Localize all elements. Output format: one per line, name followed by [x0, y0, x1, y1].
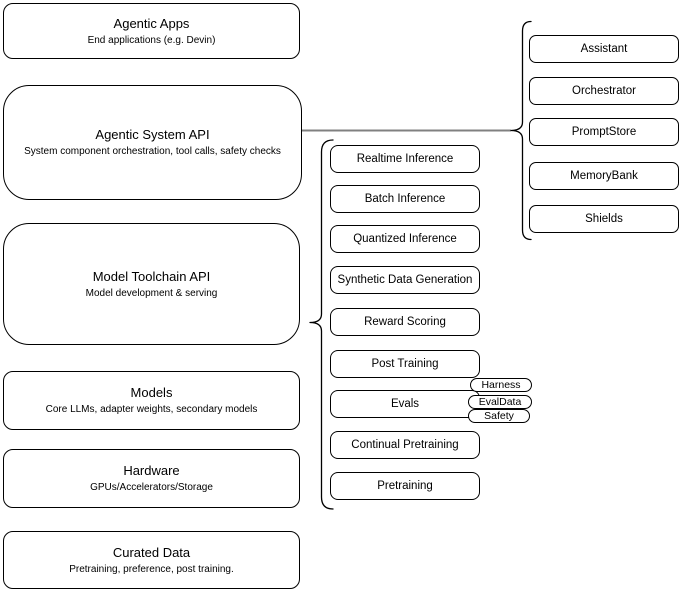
node-continual-pretraining: Continual Pretraining: [330, 431, 480, 459]
node-agentic-apps: Agentic Apps End applications (e.g. Devi…: [3, 3, 300, 59]
node-promptstore: PromptStore: [529, 118, 679, 146]
node-shields: Shields: [529, 205, 679, 233]
node-model-toolchain-api: Model Toolchain API Model development & …: [3, 223, 300, 345]
node-subtitle: System component orchestration, tool cal…: [24, 146, 281, 157]
node-title: Agentic Apps: [113, 15, 190, 31]
node-quantized-inference: Quantized Inference: [330, 225, 480, 253]
node-subtitle: End applications (e.g. Devin): [87, 34, 216, 46]
pill-safety: Safety: [468, 409, 530, 423]
node-evals: Evals: [330, 390, 480, 418]
node-reward-scoring: Reward Scoring: [330, 308, 480, 336]
node-title: Hardware: [123, 463, 180, 478]
node-memorybank: MemoryBank: [529, 162, 679, 190]
node-pretraining: Pretraining: [330, 472, 480, 500]
node-title: Model Toolchain API: [92, 268, 211, 284]
node-title: Models: [130, 385, 173, 400]
node-title: Curated Data: [112, 544, 191, 560]
pill-evaldata: EvalData: [468, 395, 532, 409]
bracket-system-group: [510, 20, 532, 241]
node-title: Agentic System API: [95, 127, 210, 142]
node-post-training: Post Training: [330, 350, 480, 378]
node-batch-inference: Batch Inference: [330, 185, 480, 213]
pill-harness: Harness: [470, 378, 532, 392]
node-hardware: Hardware GPUs/Accelerators/Storage: [3, 449, 300, 508]
node-subtitle: Model development & serving: [85, 287, 218, 299]
node-synthetic-data-generation: Synthetic Data Generation: [330, 266, 480, 294]
node-subtitle: GPUs/Accelerators/Storage: [90, 482, 213, 493]
node-realtime-inference: Realtime Inference: [330, 145, 480, 173]
node-models: Models Core LLMs, adapter weights, secon…: [3, 371, 300, 430]
node-curated-data: Curated Data Pretraining, preference, po…: [3, 531, 300, 589]
node-assistant: Assistant: [529, 35, 679, 63]
node-orchestrator: Orchestrator: [529, 77, 679, 105]
node-subtitle: Core LLMs, adapter weights, secondary mo…: [45, 404, 258, 415]
node-agentic-system-api: Agentic System API System component orch…: [3, 85, 302, 200]
node-subtitle: Pretraining, preference, post training.: [69, 563, 234, 575]
